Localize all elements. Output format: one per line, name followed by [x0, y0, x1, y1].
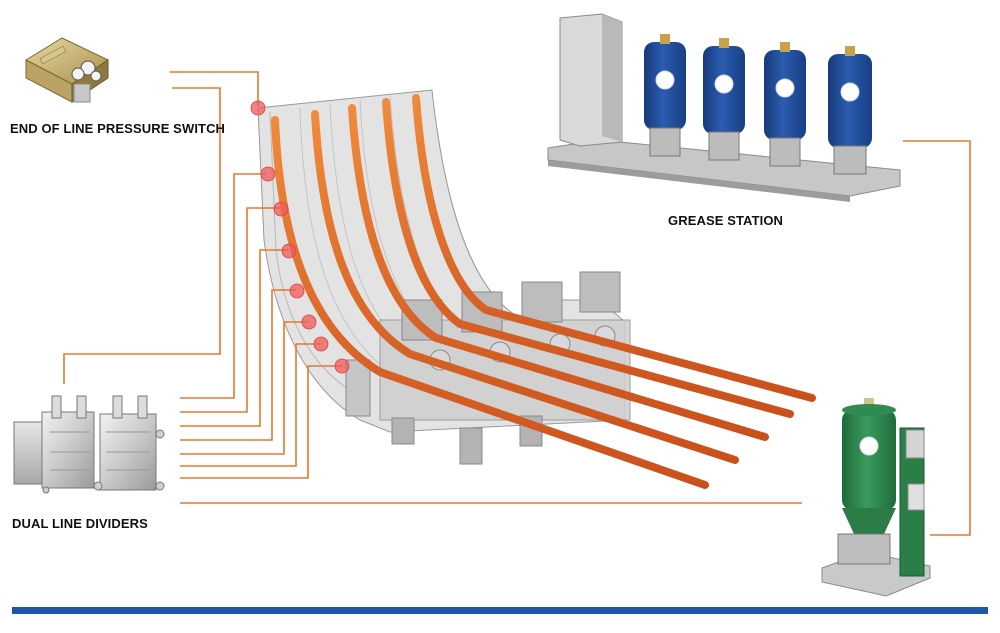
lube-point [250, 100, 266, 116]
pressure-switch-label: END OF LINE PRESSURE SWITCH [10, 121, 226, 136]
lube-point [313, 336, 329, 352]
line-divider-7 [180, 365, 342, 479]
lube-point [301, 314, 317, 330]
connection-lines [63, 71, 971, 536]
footer-bar [12, 607, 988, 614]
strand-3 [348, 104, 769, 441]
lube-points-group [250, 100, 350, 374]
strands-group [271, 94, 816, 489]
grease-station-label: GREASE STATION [668, 213, 784, 228]
lube-point [260, 166, 276, 182]
line-divider-3 [180, 249, 288, 427]
line-divider-4 [180, 289, 296, 441]
dual-line-dividers-icon [13, 395, 165, 494]
blue-pump-2 [703, 38, 745, 161]
line-station-to-pump [903, 140, 971, 536]
line-divider-5 [180, 321, 308, 455]
line-divider-1 [180, 173, 266, 399]
line-switch-to-divider [63, 87, 221, 384]
lube-point [334, 358, 350, 374]
line-divider-6 [180, 343, 320, 467]
lube-point [273, 201, 289, 217]
blue-pump-1 [644, 34, 686, 157]
lube-point [289, 283, 305, 299]
blue-pump-4 [828, 46, 872, 175]
line-divider-2 [180, 207, 280, 413]
line-switch-to-first-point [170, 71, 259, 106]
grease-station-icon [547, 13, 901, 202]
lube-point [281, 243, 297, 259]
pressure-switch-icon [24, 37, 110, 103]
strand-2 [311, 110, 739, 464]
dual-line-dividers-label: DUAL LINE DIVIDERS [12, 516, 148, 531]
blue-pump-3 [764, 42, 806, 167]
strand-4 [382, 98, 794, 418]
strand-1 [271, 116, 709, 489]
green-pump-icon [821, 398, 931, 597]
strand-5 [412, 94, 816, 402]
